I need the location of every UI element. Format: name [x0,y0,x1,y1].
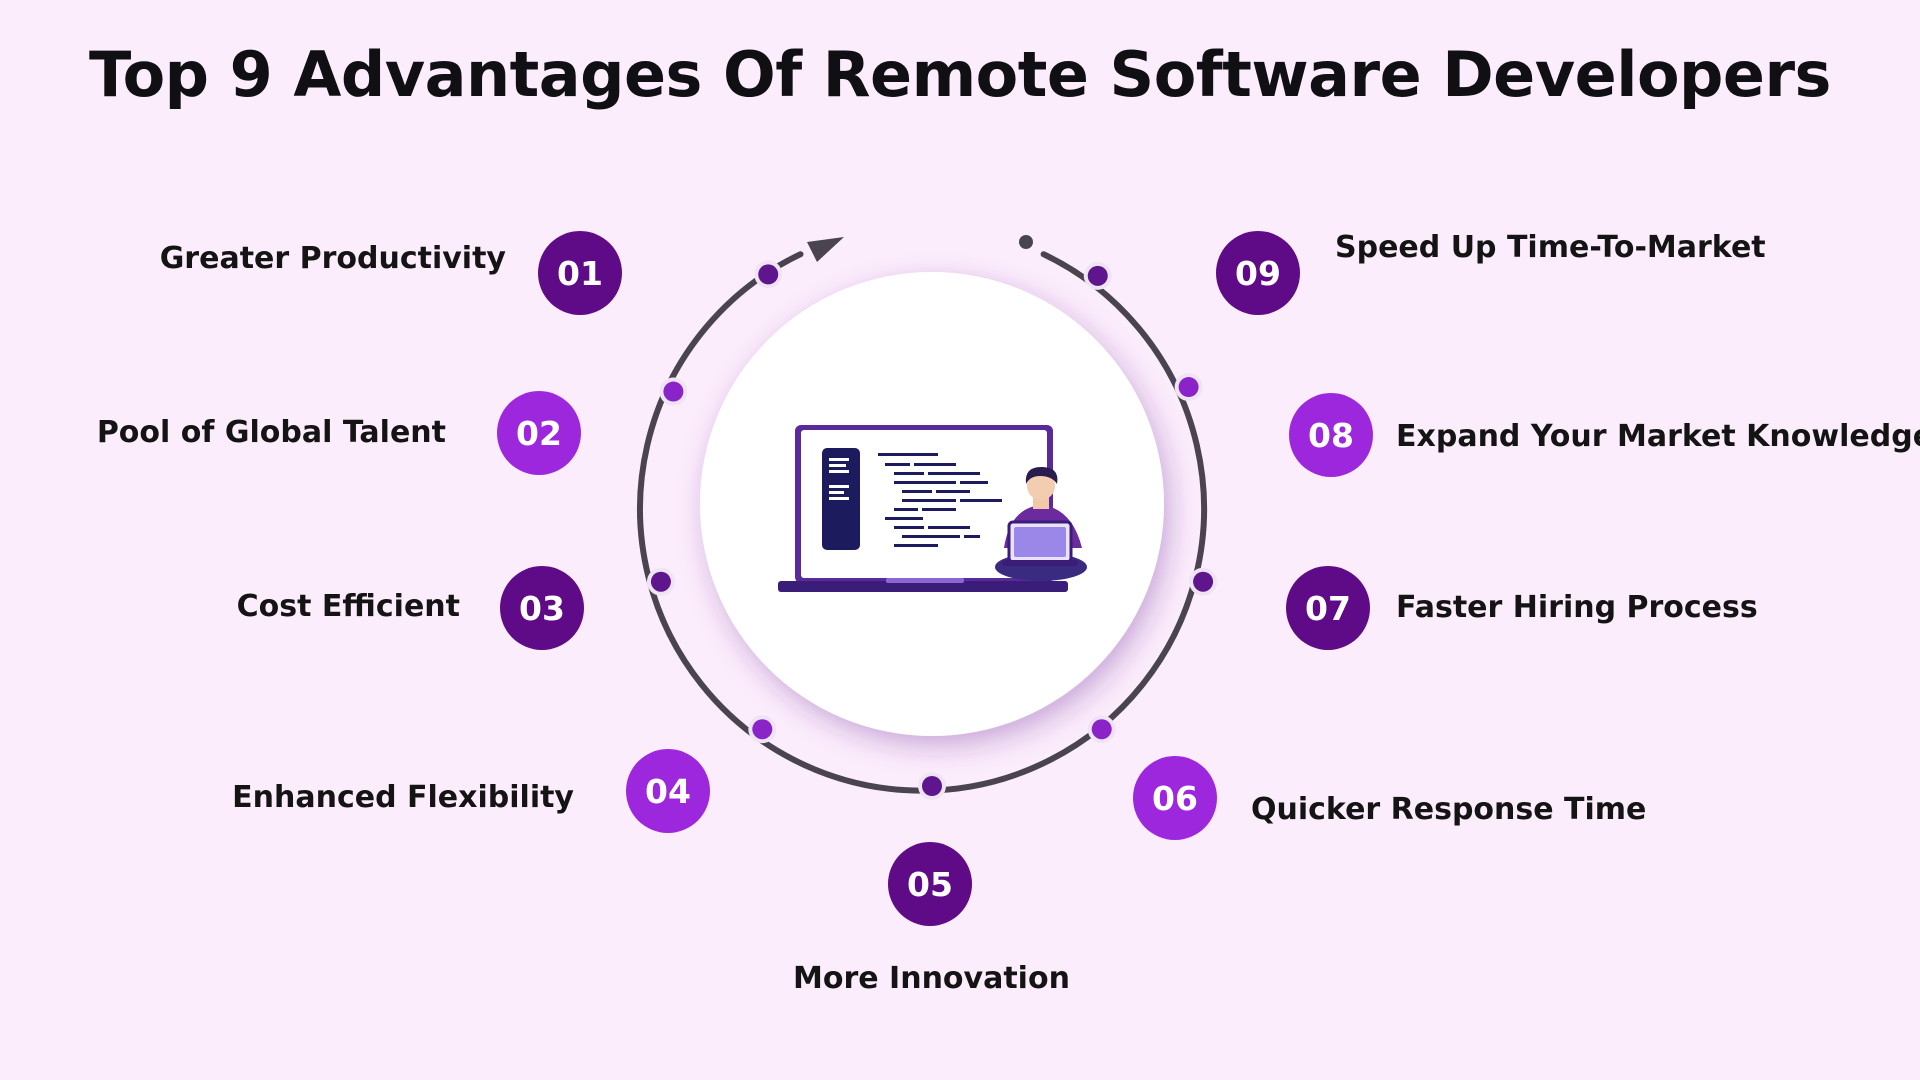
item-label-07: Faster Hiring Process [1396,590,1758,625]
ring-node-02 [663,381,684,402]
item-badge-05: 05 [888,842,972,926]
item-label-09: Speed Up Time-To-Market [1335,230,1766,265]
arrow-head-icon [807,237,844,262]
item-badge-04: 04 [626,749,710,833]
ring-node-04 [752,719,773,740]
ring-start-dot [1019,235,1033,249]
item-label-04: Enhanced Flexibility [232,780,574,815]
ring-node-05 [922,776,942,796]
ring-node-07 [1193,571,1214,592]
item-label-05: More Innovation [793,961,1070,996]
developer-with-laptop-icon [778,425,1087,592]
item-badge-09: 09 [1216,231,1300,315]
item-label-02: Pool of Global Talent [96,415,446,450]
item-badge-07: 07 [1286,566,1370,650]
item-badge-06: 06 [1133,756,1217,840]
ring-node-08 [1178,377,1199,398]
ring-node-06 [1091,719,1112,740]
item-label-03: Cost Efficient [236,589,460,624]
ring-node-03 [650,571,671,592]
item-label-01: Greater Productivity [159,241,506,276]
item-badge-08: 08 [1289,393,1373,477]
ring-node-01 [758,264,779,285]
item-label-06: Quicker Response Time [1251,792,1647,827]
item-label-08: Expand Your Market Knowledge [1396,419,1920,454]
page-title: Top 9 Advantages Of Remote Software Deve… [89,38,1831,111]
item-badge-03: 03 [500,566,584,650]
ring-node-09 [1087,265,1108,286]
item-badge-01: 01 [538,231,622,315]
item-badge-02: 02 [497,391,581,475]
